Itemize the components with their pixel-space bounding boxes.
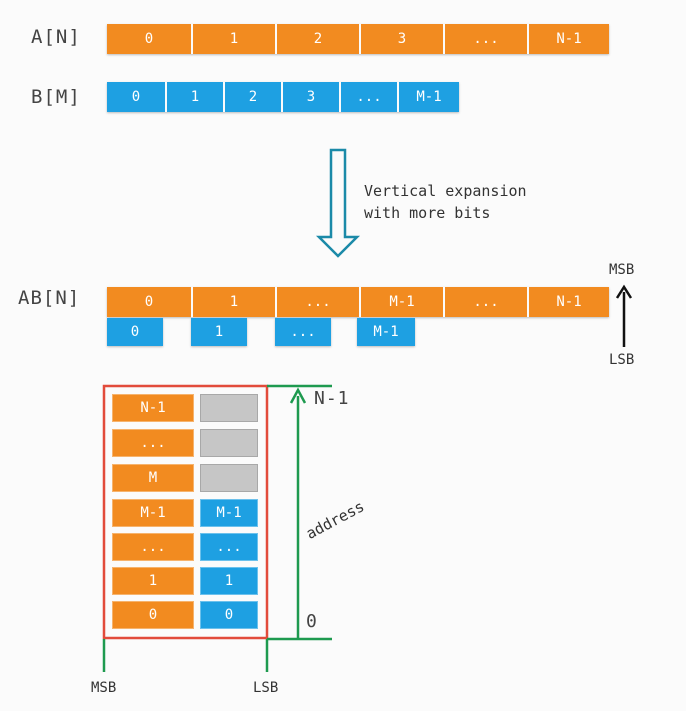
mem-right-empty-cell (200, 464, 258, 492)
mem-right-cell: 1 (200, 567, 258, 595)
mem-right-empty-cell (200, 394, 258, 422)
ab-low-cell: ... (275, 318, 331, 346)
expansion-note: Vertical expansion with more bits (364, 180, 527, 224)
ab-cell: M-1 (359, 287, 443, 317)
mem-msb-label: MSB (91, 680, 117, 696)
label-ab-n: AB[N] (18, 287, 81, 309)
array-ab: 0 1 ... M-1 ... N-1 (107, 287, 609, 317)
label-a-n: A[N] (31, 26, 81, 48)
b-cell: 2 (223, 82, 281, 112)
mem-left-cell: 0 (112, 601, 194, 629)
array-a: 0 1 2 3 ... N-1 (107, 24, 609, 54)
ab-cell: 0 (107, 287, 191, 317)
b-cell: 3 (281, 82, 339, 112)
ab-low-cell: 1 (191, 318, 247, 346)
b-cell: M-1 (397, 82, 459, 112)
ab-cell: ... (443, 287, 527, 317)
b-cell: ... (339, 82, 397, 112)
a-cell: 0 (107, 24, 191, 54)
a-cell: 3 (359, 24, 443, 54)
mem-left-cell: 1 (112, 567, 194, 595)
b-cell: 0 (107, 82, 165, 112)
a-cell: ... (443, 24, 527, 54)
ab-low-cell: M-1 (357, 318, 415, 346)
ab-cell: N-1 (527, 287, 609, 317)
a-cell: N-1 (527, 24, 609, 54)
mem-right-cell: ... (200, 533, 258, 561)
addr-top-label: N-1 (314, 388, 350, 409)
a-cell: 1 (191, 24, 275, 54)
memory-frame (102, 384, 269, 640)
mem-lsb-label: LSB (253, 680, 279, 696)
mem-right-empty-cell (200, 429, 258, 457)
b-cell: 1 (165, 82, 223, 112)
down-arrow-icon (315, 148, 361, 258)
mem-left-cell: M-1 (112, 499, 194, 527)
mem-right-cell: M-1 (200, 499, 258, 527)
array-b: 0 1 2 3 ... M-1 (107, 82, 459, 112)
expansion-note-line1: Vertical expansion (364, 182, 527, 200)
ab-cell: 1 (191, 287, 275, 317)
ab-low-cell: 0 (107, 318, 163, 346)
mem-left-cell: ... (112, 429, 194, 457)
msb-label: MSB (609, 262, 635, 278)
label-b-m: B[M] (31, 86, 81, 108)
lsb-label: LSB (609, 352, 635, 368)
addr-bottom-label: 0 (306, 611, 318, 632)
ab-cell: ... (275, 287, 359, 317)
mem-left-cell: ... (112, 533, 194, 561)
mem-left-cell: M (112, 464, 194, 492)
mem-right-cell: 0 (200, 601, 258, 629)
mem-left-cell: N-1 (112, 394, 194, 422)
a-cell: 2 (275, 24, 359, 54)
expansion-note-line2: with more bits (364, 204, 491, 222)
